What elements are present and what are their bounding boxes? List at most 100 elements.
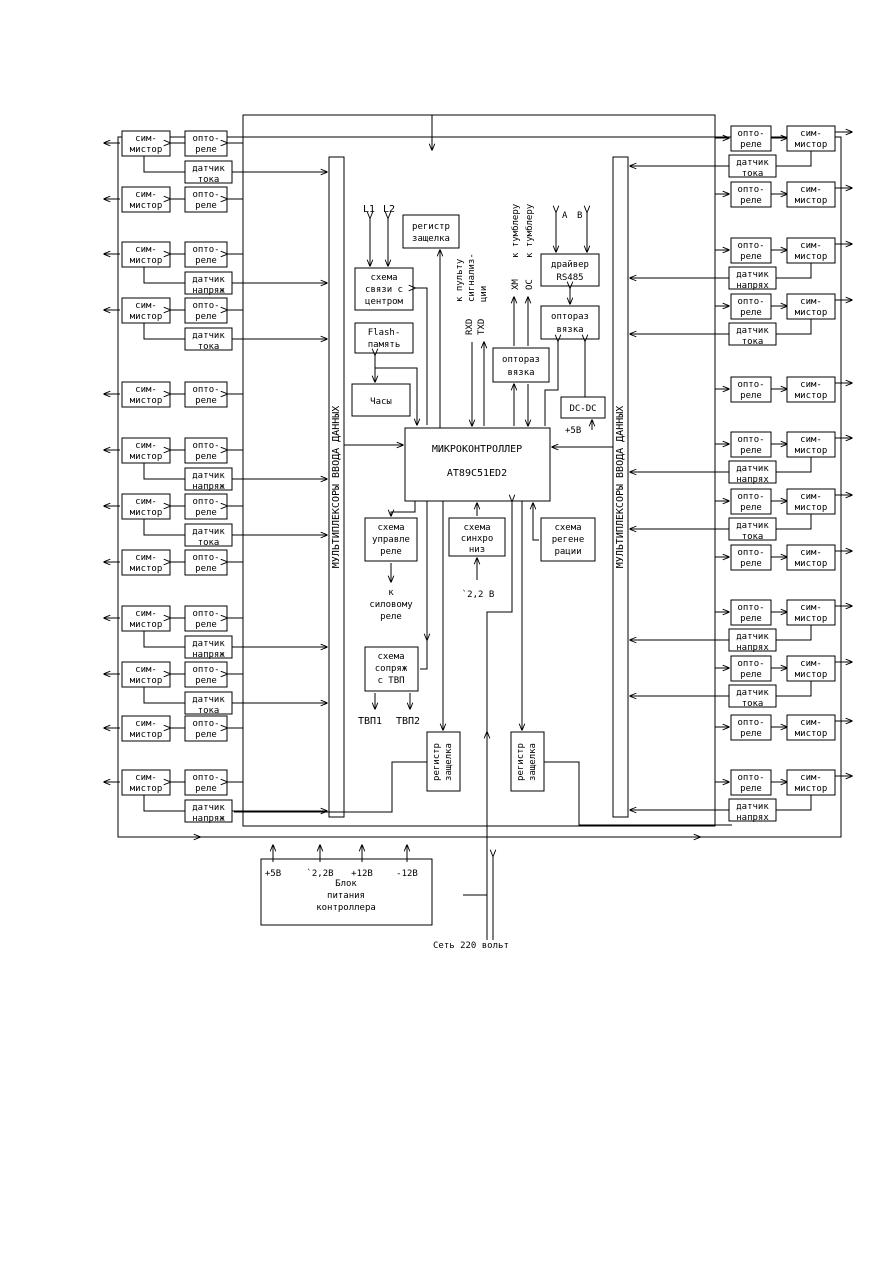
right-simistor-10-text: мистор bbox=[795, 670, 828, 680]
left-optorelay-12-text: опто- bbox=[192, 773, 219, 783]
right-simistor-4-text: сим- bbox=[800, 297, 822, 307]
left-multiplexer-label: МУЛЬТИПЛЕКСОРЫ ВВОДА ДАННЫХ bbox=[331, 406, 342, 569]
left-optorelay-1: опто-реле bbox=[184, 130, 228, 157]
left-optorelay-11-text: опто- bbox=[192, 719, 219, 729]
right-simistor-11-text: мистор bbox=[795, 729, 828, 739]
right-optorelay-3-text: реле bbox=[740, 252, 762, 262]
mains-sync-line bbox=[486, 501, 512, 940]
left-simistor-3-text: мистор bbox=[130, 256, 163, 266]
left-sensor-4-text: тока bbox=[198, 342, 220, 352]
left-sensor-3-text: датчик bbox=[192, 275, 225, 285]
left-simistor-1: сим-мистор bbox=[121, 130, 171, 157]
left-sensor-7-text: тока bbox=[198, 538, 220, 548]
right-simistor-6: сим-мистор bbox=[786, 431, 836, 458]
power-relay-line3: реле bbox=[380, 612, 402, 622]
flash-memory-block bbox=[354, 322, 414, 354]
left-optorelay-12: опто-реле bbox=[184, 769, 228, 796]
left-simistor-12-text: мистор bbox=[130, 784, 163, 794]
left-optorelay-8-text: реле bbox=[195, 564, 217, 574]
right-optorelay-10: опто-реле bbox=[730, 655, 772, 682]
left-optorelay-4-text: опто- bbox=[192, 301, 219, 311]
right-optorelay-6-text: опто- bbox=[737, 435, 764, 445]
right-optorelay-1-text: реле bbox=[740, 140, 762, 150]
left-simistor-5-text: сим- bbox=[135, 385, 157, 395]
left-optorelay-5-text: опто- bbox=[192, 385, 219, 395]
right-sensor-link bbox=[776, 681, 812, 697]
mcu-title: МИКРОКОНТРОЛЛЕР bbox=[432, 444, 522, 455]
right-simistor-9: сим-мистор bbox=[786, 599, 836, 626]
right-sensor-link bbox=[776, 625, 812, 641]
signal-rxd: RXD bbox=[465, 319, 475, 335]
right-optorelay-7: опто-реле bbox=[730, 488, 772, 515]
signal-l2: L2 bbox=[383, 204, 395, 215]
clock-block bbox=[351, 383, 411, 417]
right-simistor-11-text: сим- bbox=[800, 718, 822, 728]
driver-line2: RS485 bbox=[556, 273, 583, 283]
power-rail-label: +5В bbox=[265, 869, 281, 879]
right-output-channels: опто-релесим-мистордатчиктокаопто-релеси… bbox=[630, 125, 852, 823]
left-simistor-8-text: сим- bbox=[135, 553, 157, 563]
left-simistor-10-text: мистор bbox=[130, 676, 163, 686]
right-simistor-3-text: сим- bbox=[800, 241, 822, 251]
left-simistor-9-text: мистор bbox=[130, 620, 163, 630]
left-simistor-8-text: мистор bbox=[130, 564, 163, 574]
right-sensor-link bbox=[776, 319, 812, 335]
right-optorelay-2: опто-реле bbox=[730, 181, 772, 208]
right-optorelay-9: опто-реле bbox=[730, 599, 772, 626]
left-optorelay-9: опто-реле bbox=[184, 605, 228, 632]
rs485-driver-block bbox=[540, 253, 600, 287]
left-optorelay-3-text: реле bbox=[195, 256, 217, 266]
left-optorelay-2-text: реле bbox=[195, 201, 217, 211]
left-sensor-12-text: напряж bbox=[192, 814, 225, 824]
sync-line2: синхро bbox=[461, 534, 494, 544]
optocoupler-right-block bbox=[540, 305, 600, 340]
right-optorelay-7-text: реле bbox=[740, 503, 762, 513]
right-sensor-link bbox=[776, 151, 812, 167]
left-simistor-9-text: сим- bbox=[135, 609, 157, 619]
right-simistor-7: сим-мистор bbox=[786, 488, 836, 515]
latch-register-bottom-right bbox=[510, 731, 545, 792]
link-center-block bbox=[354, 267, 414, 311]
to-tumbler-1: к тумблеру bbox=[510, 203, 521, 258]
right-sensor-4-text: тока bbox=[742, 337, 764, 347]
psu-line3: контроллера bbox=[316, 903, 376, 913]
link-line1: схема bbox=[370, 273, 397, 283]
left-simistor-5-text: мистор bbox=[130, 396, 163, 406]
right-optorelay-10-text: реле bbox=[740, 670, 762, 680]
left-simistor-4-text: сим- bbox=[135, 301, 157, 311]
regen-to-mcu bbox=[533, 503, 539, 541]
dcdc-block bbox=[560, 396, 606, 419]
left-optorelay-10-text: опто- bbox=[192, 665, 219, 675]
right-simistor-5: сим-мистор bbox=[786, 376, 836, 403]
regeneration-block bbox=[540, 517, 596, 562]
optocoupler-middle-block bbox=[492, 347, 550, 383]
left-optorelay-1-text: реле bbox=[195, 145, 217, 155]
flash-line1: Flash- bbox=[368, 328, 401, 338]
left-optorelay-6: опто-реле bbox=[184, 437, 228, 464]
right-sensor-link bbox=[776, 263, 812, 279]
tvp-interface-block bbox=[364, 646, 419, 692]
right-simistor-2-text: сим- bbox=[800, 185, 822, 195]
left-simistor-4: сим-мистор bbox=[121, 297, 171, 324]
left-sensor-link bbox=[143, 519, 185, 536]
signal-a: А bbox=[562, 211, 568, 221]
left-optorelay-11-text: реле bbox=[195, 730, 217, 740]
left-simistor-12-text: сим- bbox=[135, 773, 157, 783]
sync-voltage: `2,2 В bbox=[462, 589, 495, 600]
left-optorelay-11: опто-реле bbox=[184, 715, 228, 742]
link-line2: связи с bbox=[365, 285, 403, 295]
right-sensor-7-text: тока bbox=[742, 532, 764, 542]
right-optorelay-10-text: опто- bbox=[737, 659, 764, 669]
right-simistor-8: сим-мистор bbox=[786, 544, 836, 571]
right-optorelay-2-text: реле bbox=[740, 196, 762, 206]
reg-br-line1: регистр bbox=[516, 743, 526, 781]
right-optorelay-5-text: опто- bbox=[737, 380, 764, 390]
tvp-bus-entry bbox=[420, 640, 428, 670]
